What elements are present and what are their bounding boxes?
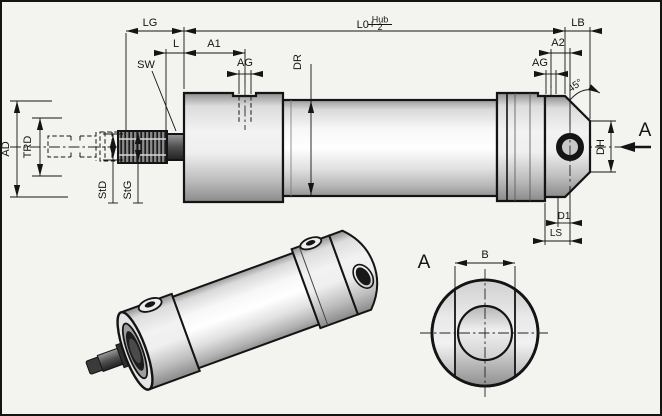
view-a-section: A B bbox=[418, 249, 550, 397]
view-a-title: A bbox=[418, 252, 431, 273]
dim-trd: TRD bbox=[22, 117, 62, 177]
dim-angle45-arc bbox=[569, 84, 601, 101]
dim-sw-label: SW bbox=[137, 59, 155, 71]
iso-front-face-hub bbox=[129, 338, 141, 364]
dim-a1: A1 bbox=[184, 38, 246, 86]
dim-dr: DR bbox=[292, 54, 315, 196]
dim-l0-hub: L0+ Hub 2 bbox=[184, 15, 566, 94]
dim-d1-label: D1 bbox=[558, 211, 571, 222]
view-arrow-a: A bbox=[619, 120, 652, 152]
dim-sw: SW bbox=[137, 59, 177, 132]
rear-cap bbox=[495, 91, 547, 203]
dim-std: StD bbox=[97, 133, 123, 204]
piston-rod-assembly bbox=[117, 130, 185, 164]
dim-lg: LG bbox=[125, 17, 185, 130]
dim-ls: LS bbox=[533, 203, 582, 245]
dim-stg: StG bbox=[122, 130, 148, 204]
view-arrow-a-head bbox=[619, 142, 635, 152]
isometric-view bbox=[85, 229, 379, 391]
dim-sw-leader bbox=[151, 70, 177, 132]
dim-b-label: B bbox=[481, 249, 488, 261]
iso-clevis-eye-rim bbox=[352, 263, 375, 289]
dim-trd-label: TRD bbox=[22, 136, 34, 159]
iso-clevis-eye-hole bbox=[355, 267, 371, 286]
dim-dr-label: DR bbox=[292, 54, 304, 70]
dim-stg-label: StG bbox=[122, 181, 134, 200]
dim-a2: A2 bbox=[539, 37, 582, 88]
dim-lb: LB bbox=[553, 17, 602, 119]
dim-dh-label: DH bbox=[595, 139, 607, 155]
dim-ag-rear-label: AG bbox=[532, 57, 548, 69]
dim-ag-rear: AG bbox=[532, 57, 568, 94]
dim-ag-front: AG bbox=[227, 57, 263, 94]
dim-std-label: StD bbox=[97, 181, 109, 199]
front-head bbox=[182, 91, 285, 204]
iso-rear-port-hole bbox=[305, 240, 316, 246]
iso-front-port-hole bbox=[144, 301, 156, 308]
dim-ag-front-label: AG bbox=[237, 57, 253, 69]
dim-l-label: L bbox=[173, 38, 179, 50]
dim-l0-prefix-label: L0+ bbox=[357, 19, 376, 31]
piston-rod-thread bbox=[117, 130, 168, 164]
view-arrow-a-label: A bbox=[639, 120, 652, 141]
cylinder-tube bbox=[281, 98, 499, 198]
dim-lg-label: LG bbox=[143, 17, 158, 29]
dim-b: B bbox=[454, 249, 516, 288]
dim-d1: D1 bbox=[546, 186, 582, 227]
dim-ad-label: AD bbox=[0, 141, 12, 156]
main-section-view: LG L0+ Hub 2 LB L A1 bbox=[0, 15, 652, 245]
dim-ad: AD bbox=[0, 100, 68, 198]
dim-a1-label: A1 bbox=[207, 38, 220, 50]
dim-ls-label: LS bbox=[550, 228, 563, 239]
rod-lock-nut bbox=[166, 133, 185, 161]
dim-a2-label: A2 bbox=[551, 37, 564, 49]
dim-two-label: 2 bbox=[377, 22, 382, 32]
dim-lb-label: LB bbox=[571, 17, 584, 29]
iso-rear-cap-band bbox=[298, 246, 329, 326]
phantom-fork-left bbox=[47, 135, 71, 158]
dim-dh: DH bbox=[591, 120, 616, 173]
dim-hub-label: Hub bbox=[372, 15, 389, 25]
